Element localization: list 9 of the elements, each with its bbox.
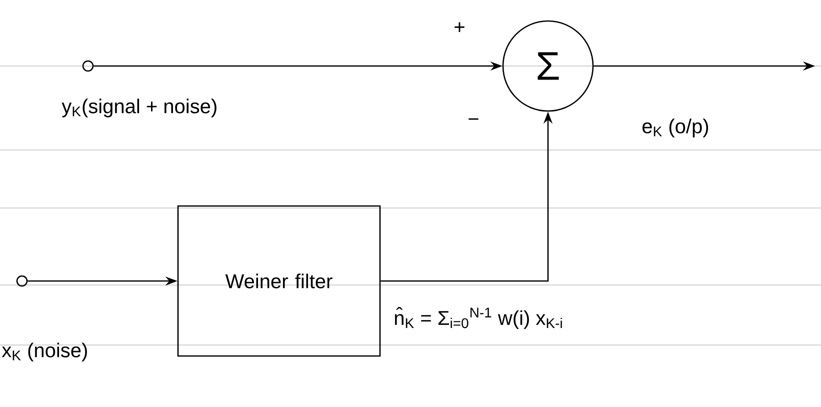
input-terminal (82, 60, 94, 72)
signal-label: e$_{K}$ (o/p) (642, 118, 708, 138)
filter-box: Weiner filter (177, 205, 381, 357)
sign: + (454, 22, 464, 32)
input-terminal (16, 275, 28, 287)
signal-label: y$_{K}$(signal + noise) (62, 98, 216, 118)
summing-junction: Σ (502, 20, 594, 112)
sign: − (468, 118, 478, 120)
signal-label: x$_{K}$ (noise) (2, 342, 87, 362)
